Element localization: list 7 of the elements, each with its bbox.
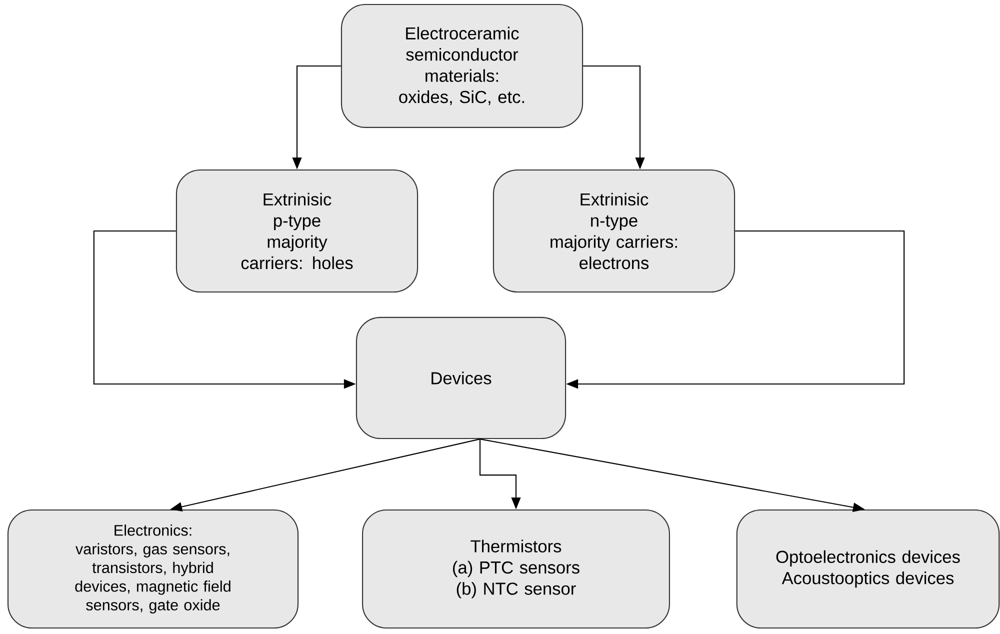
process-box: Thermistors (a) PTC sensors (b) NTC sensor	[362, 509, 670, 629]
process-box: Optoelectronics devices Acoustooptics devices	[736, 509, 1000, 629]
process-box: Electroceramic semiconductor materials: oxides, SiC, etc.	[340, 4, 584, 128]
process-box: Extrinisic p-type majority carriers: holes	[176, 169, 418, 293]
process-box: Extrinisic n-type majority carriers: electrons	[492, 169, 736, 293]
process-box: Electronics: varistors, gas sensors, transistors, hybrid devices, magnetic field sensors, gate oxide	[7, 509, 299, 629]
process-box: Devices	[356, 316, 566, 440]
